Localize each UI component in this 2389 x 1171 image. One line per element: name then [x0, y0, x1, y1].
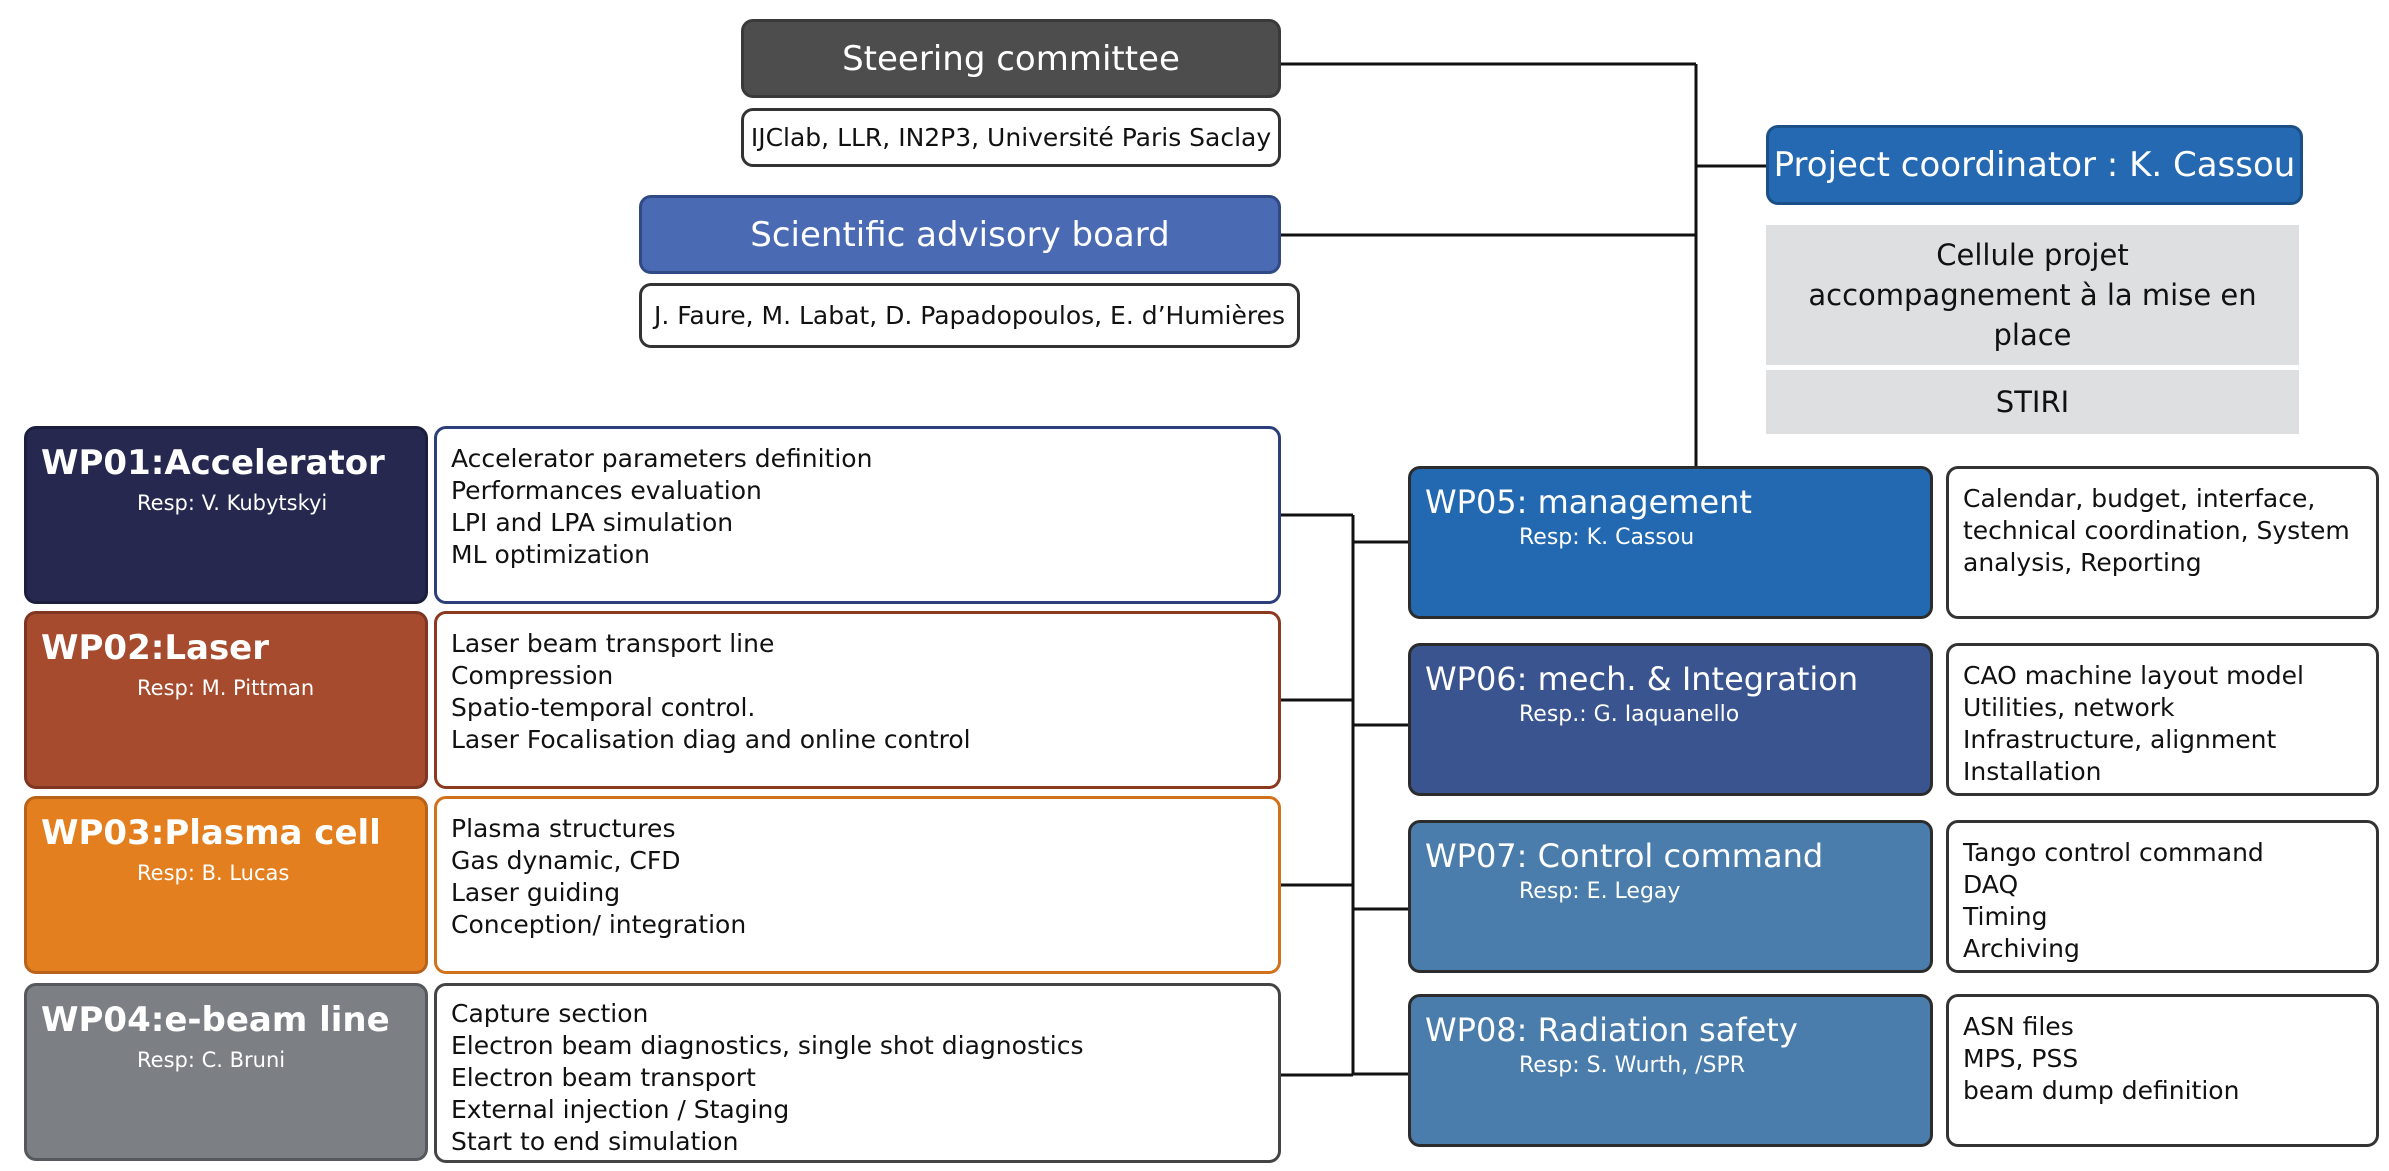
cellule-projet-line1: Cellule projet [1936, 238, 2129, 272]
wp05-tasks-box: Calendar, budget, interface, technical c… [1946, 466, 2379, 619]
wp04-task: Electron beam transport [451, 1063, 756, 1092]
wp04-title: WP04:e-beam line [41, 1000, 390, 1040]
wp02-box: WP02:Laser Resp: M. Pittman [24, 611, 428, 789]
advisory-board-title: Scientific advisory board [750, 214, 1170, 255]
wp07-task: Timing [1963, 902, 2048, 931]
stiri-box: STIRI [1766, 370, 2299, 434]
wp05-task: Calendar, budget, interface, [1963, 484, 2316, 513]
steering-committee-title: Steering committee [842, 38, 1180, 79]
wp07-title: WP07: Control command [1425, 837, 1824, 875]
wp03-task: Plasma structures [451, 814, 676, 843]
wp08-task: ASN files [1963, 1012, 2074, 1041]
wp02-tasks-box: Laser beam transport line Compression Sp… [434, 611, 1281, 789]
wp07-task: DAQ [1963, 870, 2019, 899]
wp05-box: WP05: management Resp: K. Cassou [1408, 466, 1933, 619]
wp05-task: technical coordination, System [1963, 516, 2350, 545]
wp04-box: WP04:e-beam line Resp: C. Bruni [24, 983, 428, 1161]
advisory-members: J. Faure, M. Labat, D. Papadopoulos, E. … [653, 301, 1286, 330]
wp08-title: WP08: Radiation safety [1425, 1011, 1798, 1049]
project-coordinator-box: Project coordinator : K. Cassou [1766, 125, 2303, 205]
wp03-title: WP03:Plasma cell [41, 813, 381, 853]
wp07-tasks-box: Tango control command DAQ Timing Archivi… [1946, 820, 2379, 973]
wp01-resp: Resp: V. Kubytskyi [137, 491, 328, 515]
wp04-task: Electron beam diagnostics, single shot d… [451, 1031, 1084, 1060]
wp02-task: Laser beam transport line [451, 629, 775, 658]
wp07-task: Archiving [1963, 934, 2080, 963]
wp01-task: Performances evaluation [451, 476, 762, 505]
wp05-task: analysis, Reporting [1963, 548, 2202, 577]
wp01-task: ML optimization [451, 540, 650, 569]
stiri-label: STIRI [1995, 385, 2070, 419]
wp08-tasks-box: ASN files MPS, PSS beam dump definition [1946, 994, 2379, 1147]
wp03-task: Laser guiding [451, 878, 621, 907]
wp06-task: CAO machine layout model [1963, 661, 2304, 690]
wp06-title: WP06: mech. & Integration [1425, 660, 1859, 698]
wp06-task: Installation [1963, 757, 2102, 786]
wp04-tasks-box: Capture section Electron beam diagnostic… [434, 983, 1281, 1163]
wp04-task: Capture section [451, 999, 649, 1028]
steering-committee-box: Steering committee [741, 19, 1281, 98]
wp02-task: Spatio-temporal control. [451, 693, 756, 722]
steering-members: IJClab, LLR, IN2P3, Université Paris Sac… [750, 123, 1272, 152]
wp08-box: WP08: Radiation safety Resp: S. Wurth, /… [1408, 994, 1933, 1147]
advisory-board-box: Scientific advisory board [639, 195, 1281, 274]
wp08-resp: Resp: S. Wurth, /SPR [1519, 1053, 1746, 1078]
wp07-box: WP07: Control command Resp: E. Legay [1408, 820, 1933, 973]
wp02-title: WP02:Laser [41, 628, 270, 668]
wp04-task: Start to end simulation [451, 1127, 739, 1156]
wp07-resp: Resp: E. Legay [1519, 879, 1681, 904]
wp03-box: WP03:Plasma cell Resp: B. Lucas [24, 796, 428, 974]
wp03-tasks-box: Plasma structures Gas dynamic, CFD Laser… [434, 796, 1281, 974]
wp01-task: Accelerator parameters definition [451, 444, 873, 473]
advisory-members-box: J. Faure, M. Labat, D. Papadopoulos, E. … [639, 283, 1300, 348]
wp02-task: Compression [451, 661, 614, 690]
wp05-title: WP05: management [1425, 483, 1752, 521]
wp04-task: External injection / Staging [451, 1095, 790, 1124]
cellule-projet-box: Cellule projet accompagnement à la mise … [1766, 225, 2299, 365]
project-coordinator-title: Project coordinator : K. Cassou [1773, 145, 2296, 185]
wp04-resp: Resp: C. Bruni [137, 1048, 286, 1072]
wp06-resp: Resp.: G. Iaquanello [1519, 702, 1740, 727]
wp06-task: Infrastructure, alignment [1963, 725, 2277, 754]
wp01-title: WP01:Accelerator [41, 443, 385, 483]
wp02-resp: Resp: M. Pittman [137, 676, 315, 700]
wp07-task: Tango control command [1963, 838, 2264, 867]
cellule-projet-line2: accompagnement à la mise en place [1808, 278, 2257, 352]
wp06-tasks-box: CAO machine layout model Utilities, netw… [1946, 643, 2379, 796]
wp03-resp: Resp: B. Lucas [137, 861, 290, 885]
wp06-task: Utilities, network [1963, 693, 2175, 722]
wp01-box: WP01:Accelerator Resp: V. Kubytskyi [24, 426, 428, 604]
wp01-tasks-box: Accelerator parameters definition Perfor… [434, 426, 1281, 604]
wp06-box: WP06: mech. & Integration Resp.: G. Iaqu… [1408, 643, 1933, 796]
wp03-task: Gas dynamic, CFD [451, 846, 681, 875]
wp08-task: beam dump definition [1963, 1076, 2240, 1105]
wp01-task: LPI and LPA simulation [451, 508, 734, 537]
steering-members-box: IJClab, LLR, IN2P3, Université Paris Sac… [741, 108, 1281, 167]
wp02-task: Laser Focalisation diag and online contr… [451, 725, 971, 754]
wp08-task: MPS, PSS [1963, 1044, 2079, 1073]
wp05-resp: Resp: K. Cassou [1519, 525, 1695, 550]
wp03-task: Conception/ integration [451, 910, 747, 939]
